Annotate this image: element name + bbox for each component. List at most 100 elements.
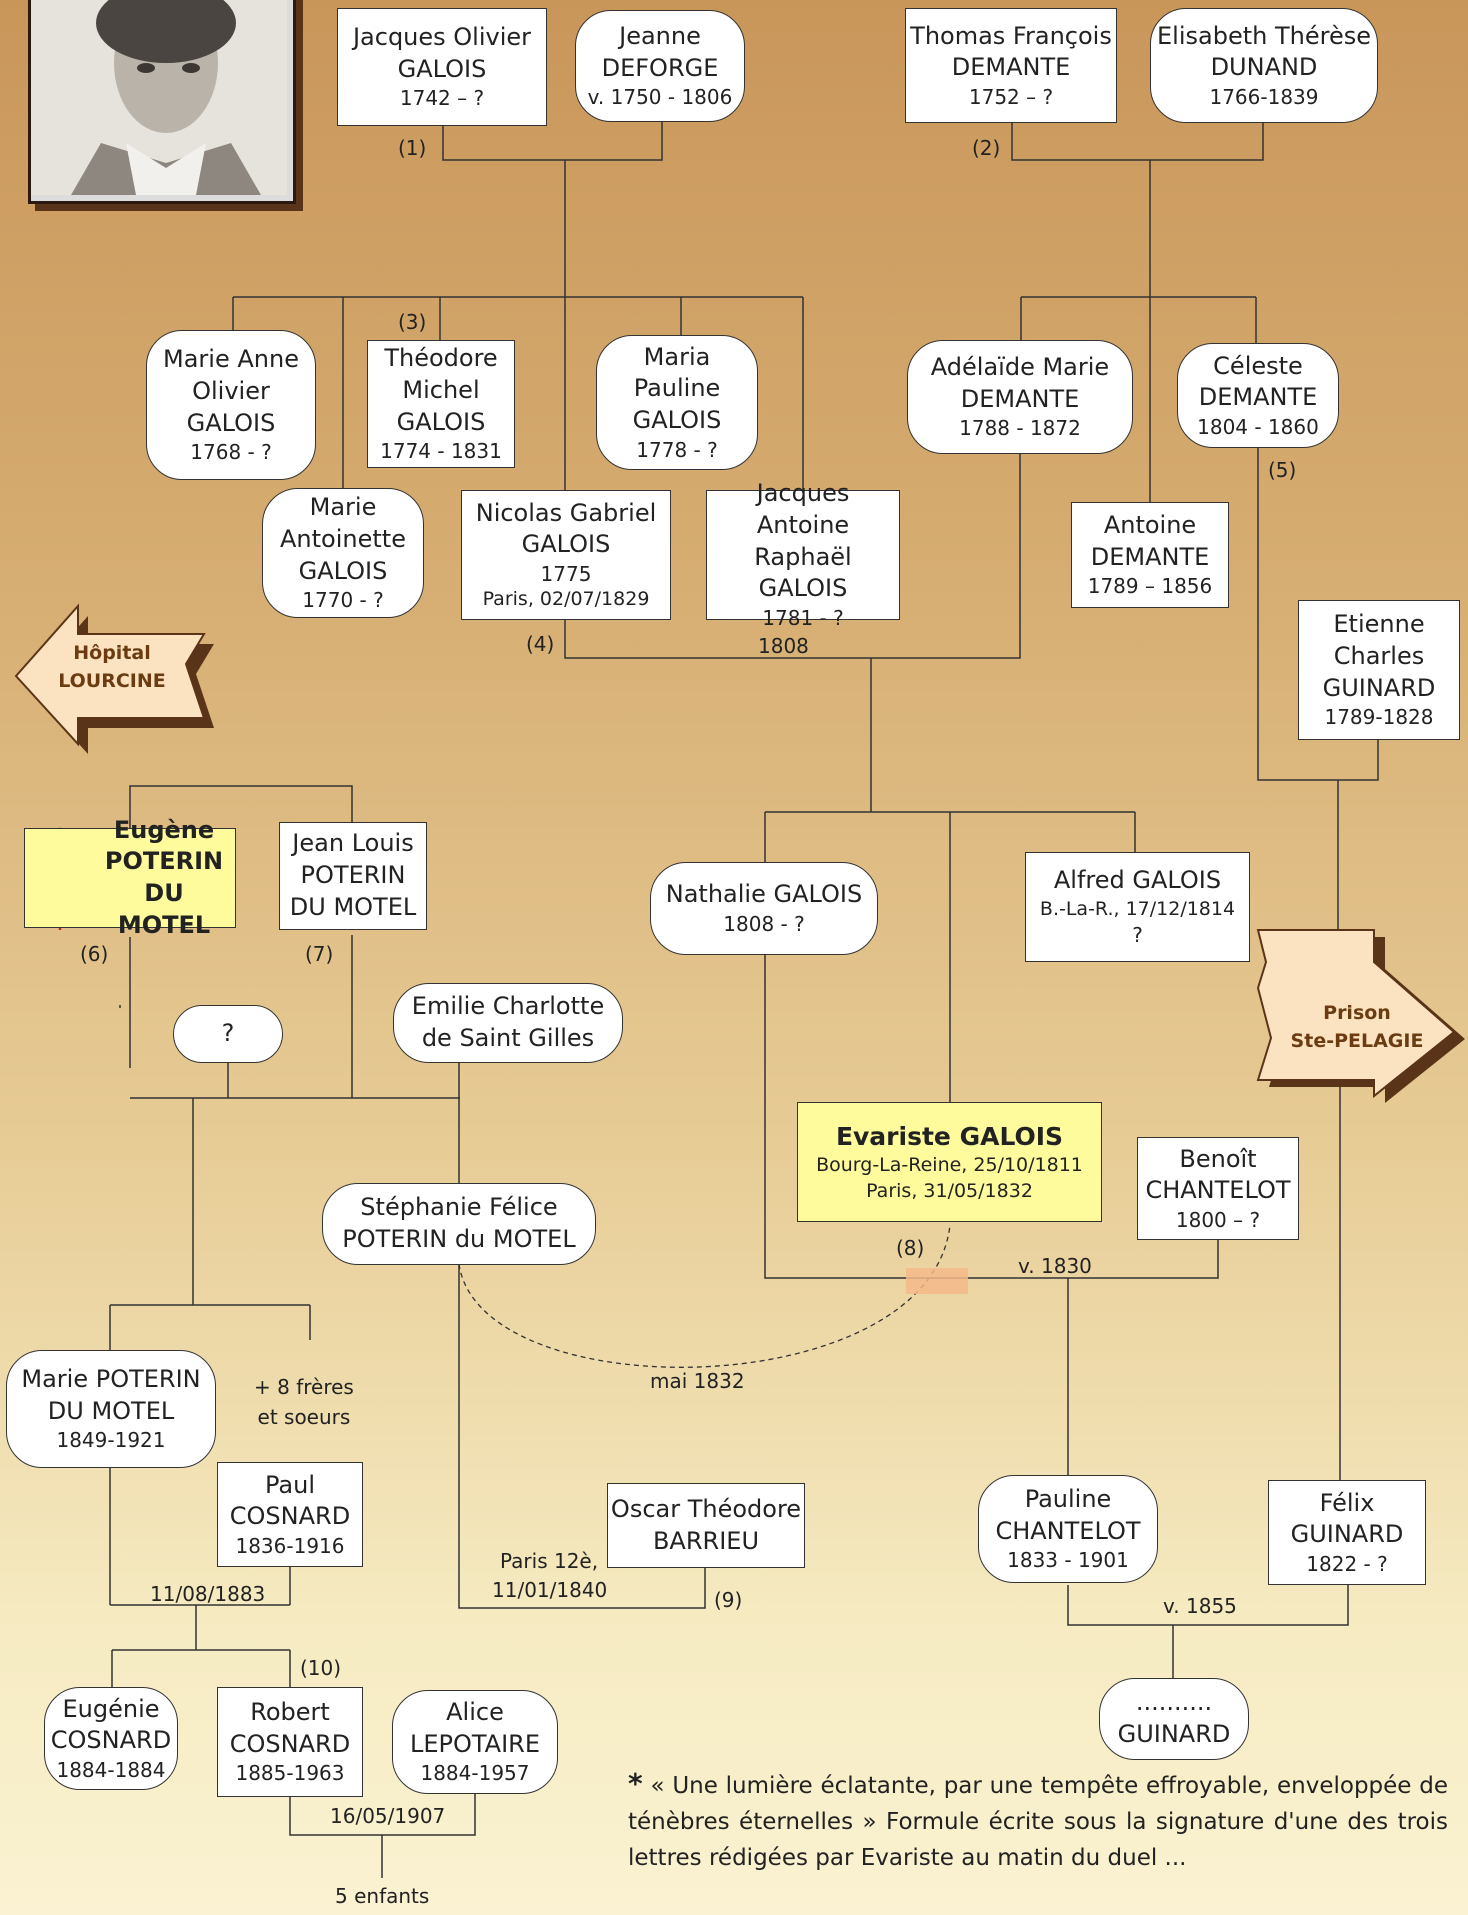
marriage-1907: 16/05/1907 — [330, 1804, 446, 1828]
surname: COSNARD — [50, 1726, 172, 1755]
person-jacques-olivier: Jacques Olivier GALOIS 1742 – ? — [337, 8, 547, 126]
given-name: Jeanne — [619, 22, 701, 51]
marriage-1830: v. 1830 — [1018, 1254, 1092, 1278]
surname: COSNARD — [229, 1729, 351, 1758]
given-name: Céleste — [1213, 351, 1303, 380]
death-info: ? — [1132, 923, 1143, 948]
given-name: Jacques Olivier — [352, 23, 532, 52]
life-dates: 1766-1839 — [1209, 84, 1319, 109]
note-8: (8) — [896, 1236, 925, 1260]
name-line: Stéphanie Félice — [360, 1193, 558, 1222]
surname: GALOIS — [397, 54, 487, 83]
person-jeanne-deforge: Jeanne DEFORGE v. 1750 - 1806 — [575, 10, 745, 122]
given-name: Evariste GALOIS — [835, 1122, 1064, 1152]
surname: GALOIS — [298, 556, 388, 585]
name-line: Théodore — [384, 344, 498, 373]
life-dates: 1800 – ? — [1175, 1207, 1261, 1232]
person-eugene-poterin: Eugène POTERIN DU MOTEL — [24, 816, 236, 939]
person-oscar-barrieu: Oscar Théodore BARRIEU — [607, 1483, 805, 1568]
person-theodore: Théodore Michel GALOIS 1774 - 1831 — [367, 340, 515, 468]
surname: DEMANTE — [1198, 383, 1318, 412]
person-evariste-galois[interactable]: Evariste GALOIS Bourg-La-Reine, 25/10/18… — [797, 1102, 1102, 1222]
person-nathalie: Nathalie GALOIS 1808 - ? — [650, 862, 878, 955]
life-dates: 1742 – ? — [399, 86, 485, 111]
name-line: de Saint Gilles — [421, 1024, 595, 1052]
note-4: (4) — [526, 632, 555, 656]
given-name: Nicolas Gabriel — [475, 498, 657, 527]
surname: GUINARD — [1117, 1720, 1231, 1748]
surname: DEFORGE — [601, 53, 719, 82]
life-dates: 1768 - ? — [190, 440, 272, 465]
note-7: (7) — [305, 942, 334, 966]
portrait-image — [28, 0, 296, 204]
given-name: Alfred GALOIS — [1053, 866, 1222, 895]
note-9: (9) — [714, 1588, 743, 1612]
person-guinard-child: .......... GUINARD — [1099, 1678, 1249, 1760]
given-name: Alice — [446, 1698, 504, 1727]
note-1: (1) — [398, 136, 427, 160]
person-alice-lepotaire: Alice LEPOTAIRE 1884-1957 — [392, 1690, 558, 1794]
name-line: Marie POTERIN — [21, 1365, 201, 1394]
birth-info: B.-La-R., 17/12/1814 — [1039, 898, 1236, 921]
name-line: Marie Anne — [163, 345, 299, 374]
name-line: Emilie Charlotte — [411, 992, 605, 1021]
surname: CHANTELOT — [995, 1516, 1141, 1545]
surname: GUINARD — [1322, 673, 1436, 702]
hopital-arrow — [14, 603, 214, 754]
life-dates: 1770 - ? — [302, 588, 384, 613]
person-robert-cosnard: Robert COSNARD 1885-1963 — [217, 1687, 363, 1797]
given-name: .......... — [1135, 1688, 1213, 1717]
life-dates: 1822 - ? — [1306, 1551, 1388, 1576]
surname: GALOIS — [521, 530, 611, 559]
note-3: (3) — [398, 310, 427, 334]
surname: COSNARD — [229, 1502, 351, 1531]
marriage-1855: v. 1855 — [1163, 1594, 1237, 1618]
given-name: Robert — [250, 1698, 330, 1727]
arrow-line: Hôpital — [73, 642, 151, 664]
person-benoit-chantelot: Benoît CHANTELOT 1800 – ? — [1137, 1137, 1299, 1240]
given-name: Nathalie GALOIS — [665, 880, 863, 909]
person-adelaide-marie: Adélaïde Marie DEMANTE 1788 - 1872 — [907, 340, 1133, 454]
person-maria-pauline: Maria Pauline GALOIS 1778 - ? — [596, 335, 758, 470]
arrow-line: Prison — [1323, 1002, 1391, 1024]
given-name: Antoine — [1103, 511, 1197, 540]
arrow-line: Ste-PELAGIE — [1290, 1029, 1424, 1052]
siblings-line: et soeurs — [257, 1405, 351, 1429]
life-dates: 1752 – ? — [968, 84, 1054, 109]
person-jean-louis-poterin: Jean Louis POTERIN DU MOTEL — [279, 822, 427, 930]
death-info: Paris, 02/07/1829 — [482, 588, 650, 611]
person-unknown: ? — [173, 1005, 283, 1063]
given-name: ? — [221, 1019, 235, 1048]
note-5: (5) — [1268, 458, 1297, 482]
marriage-1840-place: Paris 12è, — [500, 1549, 599, 1573]
person-etienne-charles: Etienne Charles GUINARD 1789-1828 — [1298, 600, 1460, 740]
arrow-line: LOURCINE — [58, 669, 166, 692]
person-felix-guinard: Félix GUINARD 1822 - ? — [1268, 1480, 1426, 1585]
surname: GALOIS — [396, 407, 486, 436]
affair-may-1832: mai 1832 — [650, 1369, 745, 1393]
life-dates: v. 1750 - 1806 — [587, 85, 733, 110]
given-name: Thomas François — [910, 21, 1112, 50]
life-dates: 1789-1828 — [1324, 705, 1434, 730]
person-celeste: Céleste DEMANTE 1804 - 1860 — [1177, 343, 1339, 448]
surname: CHANTELOT — [1145, 1176, 1291, 1205]
note-2: (2) — [972, 136, 1001, 160]
quote-text: * « Une lumière éclatante, par une tempê… — [628, 1762, 1448, 1877]
name-line: DU MOTEL — [289, 892, 417, 921]
person-antoine: Antoine DEMANTE 1789 – 1856 — [1071, 502, 1229, 608]
person-thomas-demante: Thomas François DEMANTE 1752 – ? — [905, 8, 1117, 123]
name-line: Jean Louis — [292, 829, 414, 858]
surname: DEMANTE — [1090, 542, 1210, 571]
life-dates: 1781 - ? — [762, 606, 844, 631]
name-line: Olivier — [192, 376, 270, 405]
given-name: Oscar Théodore — [610, 1494, 802, 1523]
life-dates: 1789 – 1856 — [1087, 574, 1213, 599]
name-line: DU MOTEL — [47, 1396, 175, 1425]
life-dates: 1849-1921 — [56, 1428, 166, 1453]
person-eugenie-cosnard: Eugénie COSNARD 1884-1884 — [44, 1687, 178, 1790]
person-marie-poterin: Marie POTERIN DU MOTEL 1849-1921 — [6, 1350, 216, 1468]
name-line: Jacques Antoine — [756, 479, 850, 540]
person-marie-anne: Marie Anne Olivier GALOIS 1768 - ? — [146, 330, 316, 480]
person-emilie-charlotte: Emilie Charlotte de Saint Gilles — [393, 983, 623, 1063]
person-marie-antoinette: Marie Antoinette GALOIS 1770 - ? — [262, 488, 424, 618]
